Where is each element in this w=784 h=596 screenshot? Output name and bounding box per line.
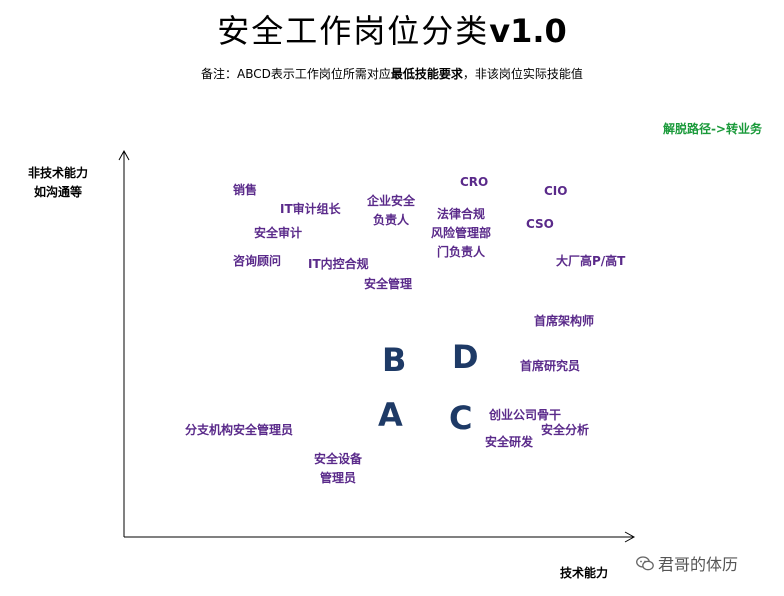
note-prefix: 备注：ABCD表示工作岗位所需对应: [201, 67, 391, 81]
role-cio: CIO: [544, 184, 568, 198]
role-chief-architect: 首席架构师: [534, 314, 595, 328]
y-axis-label: 非技术能力 如沟通等: [20, 164, 96, 202]
role-it-audit-lead: IT审计组长: [280, 202, 341, 216]
role-security-rd: 安全研发: [485, 435, 534, 449]
role-security-analysis: 安全分析: [541, 423, 590, 437]
title-version: v1.0: [489, 12, 567, 50]
watermark-text: 君哥的体历: [658, 555, 739, 574]
quadrant-b-label: B: [382, 341, 407, 379]
role-it-internal-control: IT内控合规: [308, 257, 369, 271]
role-enterprise-security-owner: 企业安全 负责人: [367, 192, 415, 230]
title-main: 安全工作岗位分类: [217, 12, 490, 50]
role-security-management: 安全管理: [364, 277, 413, 291]
role-legal-risk-head: 法律合规 风险管理部 门负责人: [431, 205, 491, 262]
role-legal-risk-head-line1: 法律合规: [437, 207, 486, 221]
y-axis-label-line2: 如沟通等: [33, 185, 82, 199]
escape-path-label: 解脱路径->转业务: [662, 122, 762, 136]
role-legal-risk-head-line2: 风险管理部: [431, 226, 492, 240]
wechat-icon: [636, 555, 654, 570]
role-security-device-admin-line1: 安全设备: [314, 452, 363, 466]
role-enterprise-security-owner-line1: 企业安全: [367, 194, 416, 208]
role-branch-security-admin: 分支机构安全管理员: [185, 423, 294, 437]
role-cro: CRO: [460, 175, 489, 189]
role-security-audit: 安全审计: [254, 226, 303, 240]
x-axis-label: 技术能力: [560, 566, 609, 580]
role-cso: CSO: [526, 217, 554, 231]
quadrant-d-label: D: [452, 338, 479, 376]
role-legal-risk-head-line3: 门负责人: [437, 245, 486, 259]
role-enterprise-security-owner-line2: 负责人: [373, 213, 410, 227]
role-security-device-admin-line2: 管理员: [320, 471, 357, 485]
watermark: 君哥的体历: [636, 551, 738, 575]
role-sales: 销售: [233, 183, 258, 197]
y-axis-label-line1: 非技术能力: [27, 166, 88, 180]
role-startup-backbone: 创业公司骨干: [489, 408, 562, 422]
role-big-company-p: 大厂高P/高T: [556, 254, 626, 268]
role-security-device-admin: 安全设备 管理员: [314, 450, 362, 488]
note-suffix: ，非该岗位实际技能值: [462, 67, 583, 81]
x-axis-arrowhead: [624, 531, 636, 543]
quadrant-c-label: C: [449, 399, 473, 437]
note-emphasis: 最低技能要求: [390, 67, 463, 81]
y-axis-arrowhead: [118, 149, 130, 161]
note: 备注：ABCD表示工作岗位所需对应最低技能要求，非该岗位实际技能值: [0, 65, 784, 82]
quadrant-a-label: A: [378, 396, 403, 434]
role-chief-researcher: 首席研究员: [520, 359, 581, 373]
page-title: 安全工作岗位分类v1.0: [0, 6, 784, 52]
role-consultant: 咨询顾问: [233, 254, 282, 268]
